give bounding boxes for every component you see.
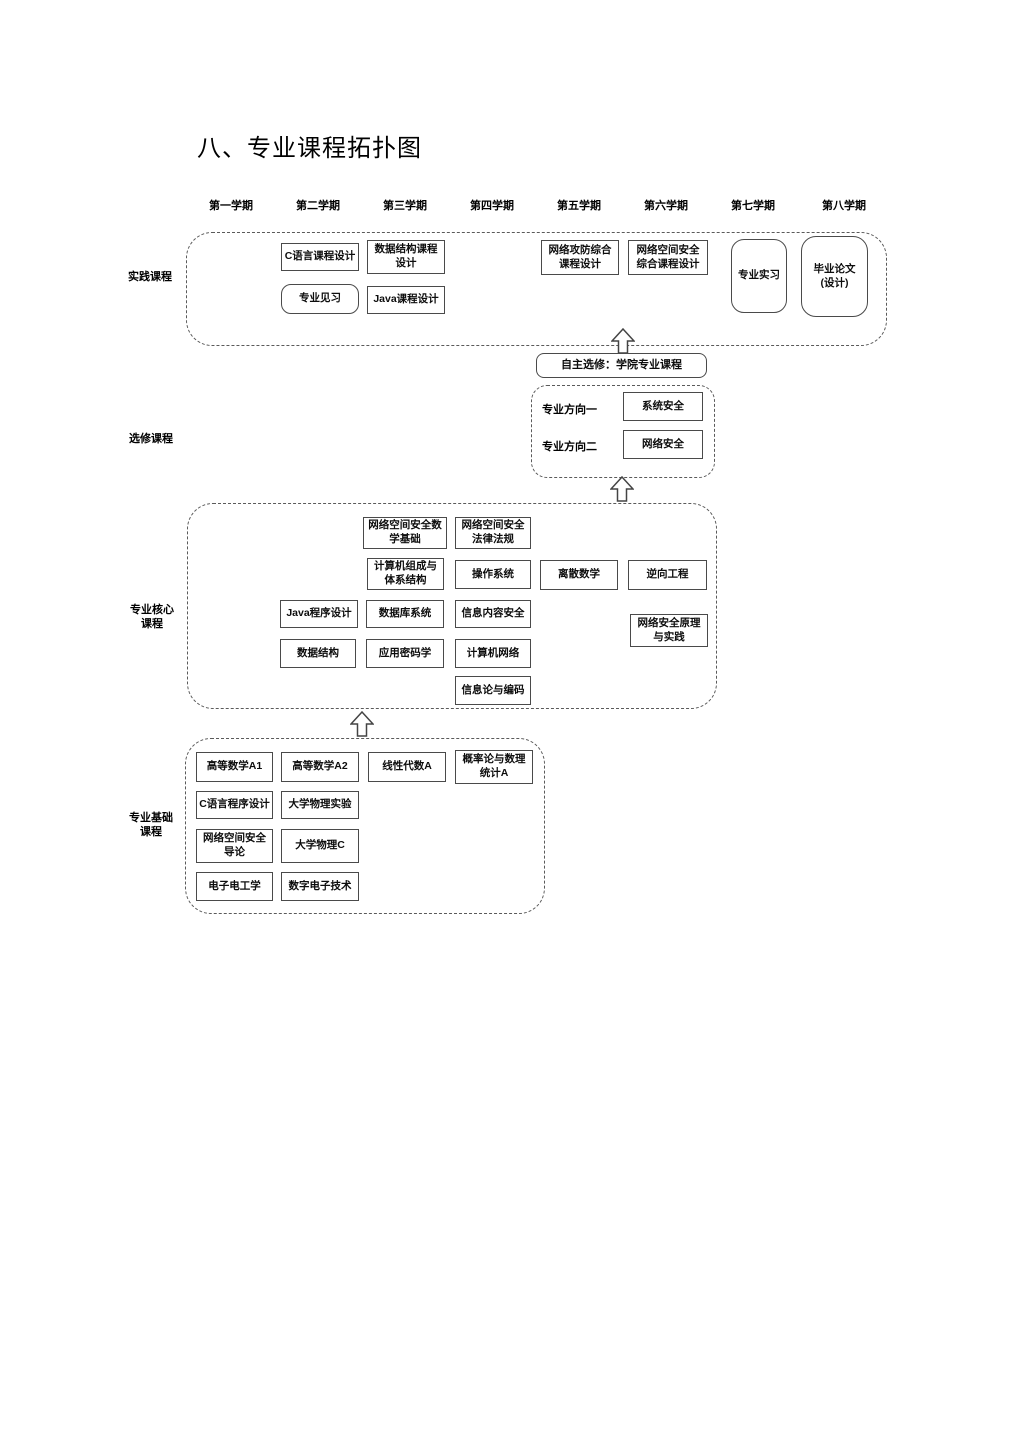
course-box: 高等数学A2: [281, 752, 359, 782]
page-title: 八、专业课程拓扑图: [197, 135, 422, 162]
semester-header-6: 第六学期: [644, 200, 688, 212]
course-box: C语言课程设计: [281, 243, 359, 271]
semester-header-3: 第三学期: [383, 200, 427, 212]
basic-section-frame: [185, 738, 545, 914]
core-section-frame: [187, 503, 717, 709]
semester-header-8: 第八学期: [822, 200, 866, 212]
semester-header-2: 第二学期: [296, 200, 340, 212]
course-box: Java课程设计: [367, 286, 445, 314]
course-box: 网络安全: [623, 430, 703, 459]
semester-header-5: 第五学期: [557, 200, 601, 212]
track-label: 专业方向一: [542, 404, 597, 416]
course-box: 离散数学: [540, 560, 618, 590]
course-box: 网络攻防综合 课程设计: [541, 240, 619, 275]
course-box: 网络空间安全 法律法规: [455, 517, 531, 549]
course-box: 大学物理实验: [281, 791, 359, 819]
course-box: 专业实习: [731, 239, 787, 313]
course-box: 网络空间安全 导论: [196, 829, 273, 863]
up-arrow-icon: [610, 476, 634, 502]
up-arrow-icon: [350, 711, 374, 737]
elective-header-box: 自主选修：学院专业课程: [536, 353, 707, 378]
up-arrow-icon: [611, 328, 635, 354]
core-section-label: 专业核心 课程: [130, 604, 174, 630]
basic-section-label: 专业基础 课程: [129, 812, 173, 838]
course-box: C语言程序设计: [196, 791, 273, 819]
course-box: 专业见习: [281, 284, 359, 314]
semester-header-4: 第四学期: [470, 200, 514, 212]
course-box: 毕业论文 (设计): [801, 236, 868, 317]
course-box: 信息论与编码: [455, 676, 531, 705]
semester-header-1: 第一学期: [209, 200, 253, 212]
course-box: 网络空间安全 综合课程设计: [628, 240, 708, 275]
practice-section-label: 实践课程: [128, 271, 172, 283]
course-box: 网络安全原理 与实践: [630, 614, 708, 647]
course-box: 高等数学A1: [196, 752, 273, 782]
practice-section-frame: [186, 232, 887, 346]
elective-section-label: 选修课程: [129, 433, 173, 445]
course-box: Java程序设计: [280, 600, 358, 628]
course-box: 操作系统: [455, 560, 531, 589]
course-box: 计算机网络: [455, 639, 531, 668]
course-box: 逆向工程: [628, 560, 707, 590]
course-box: 计算机组成与 体系结构: [367, 558, 444, 590]
track-label: 专业方向二: [542, 441, 597, 453]
course-box: 线性代数A: [368, 752, 446, 782]
course-box: 数据结构: [280, 639, 356, 668]
course-box: 系统安全: [623, 392, 703, 421]
course-box: 大学物理C: [281, 829, 359, 863]
course-box: 信息内容安全: [455, 600, 531, 628]
semester-header-7: 第七学期: [731, 200, 775, 212]
course-box: 网络空间安全数 学基础: [363, 517, 447, 549]
course-box: 应用密码学: [366, 639, 444, 668]
course-box: 电子电工学: [196, 872, 273, 901]
course-box: 数据库系统: [366, 600, 444, 628]
course-box: 数据结构课程 设计: [367, 240, 445, 274]
course-box: 数字电子技术: [281, 872, 359, 901]
course-box: 概率论与数理 统计A: [455, 750, 533, 784]
